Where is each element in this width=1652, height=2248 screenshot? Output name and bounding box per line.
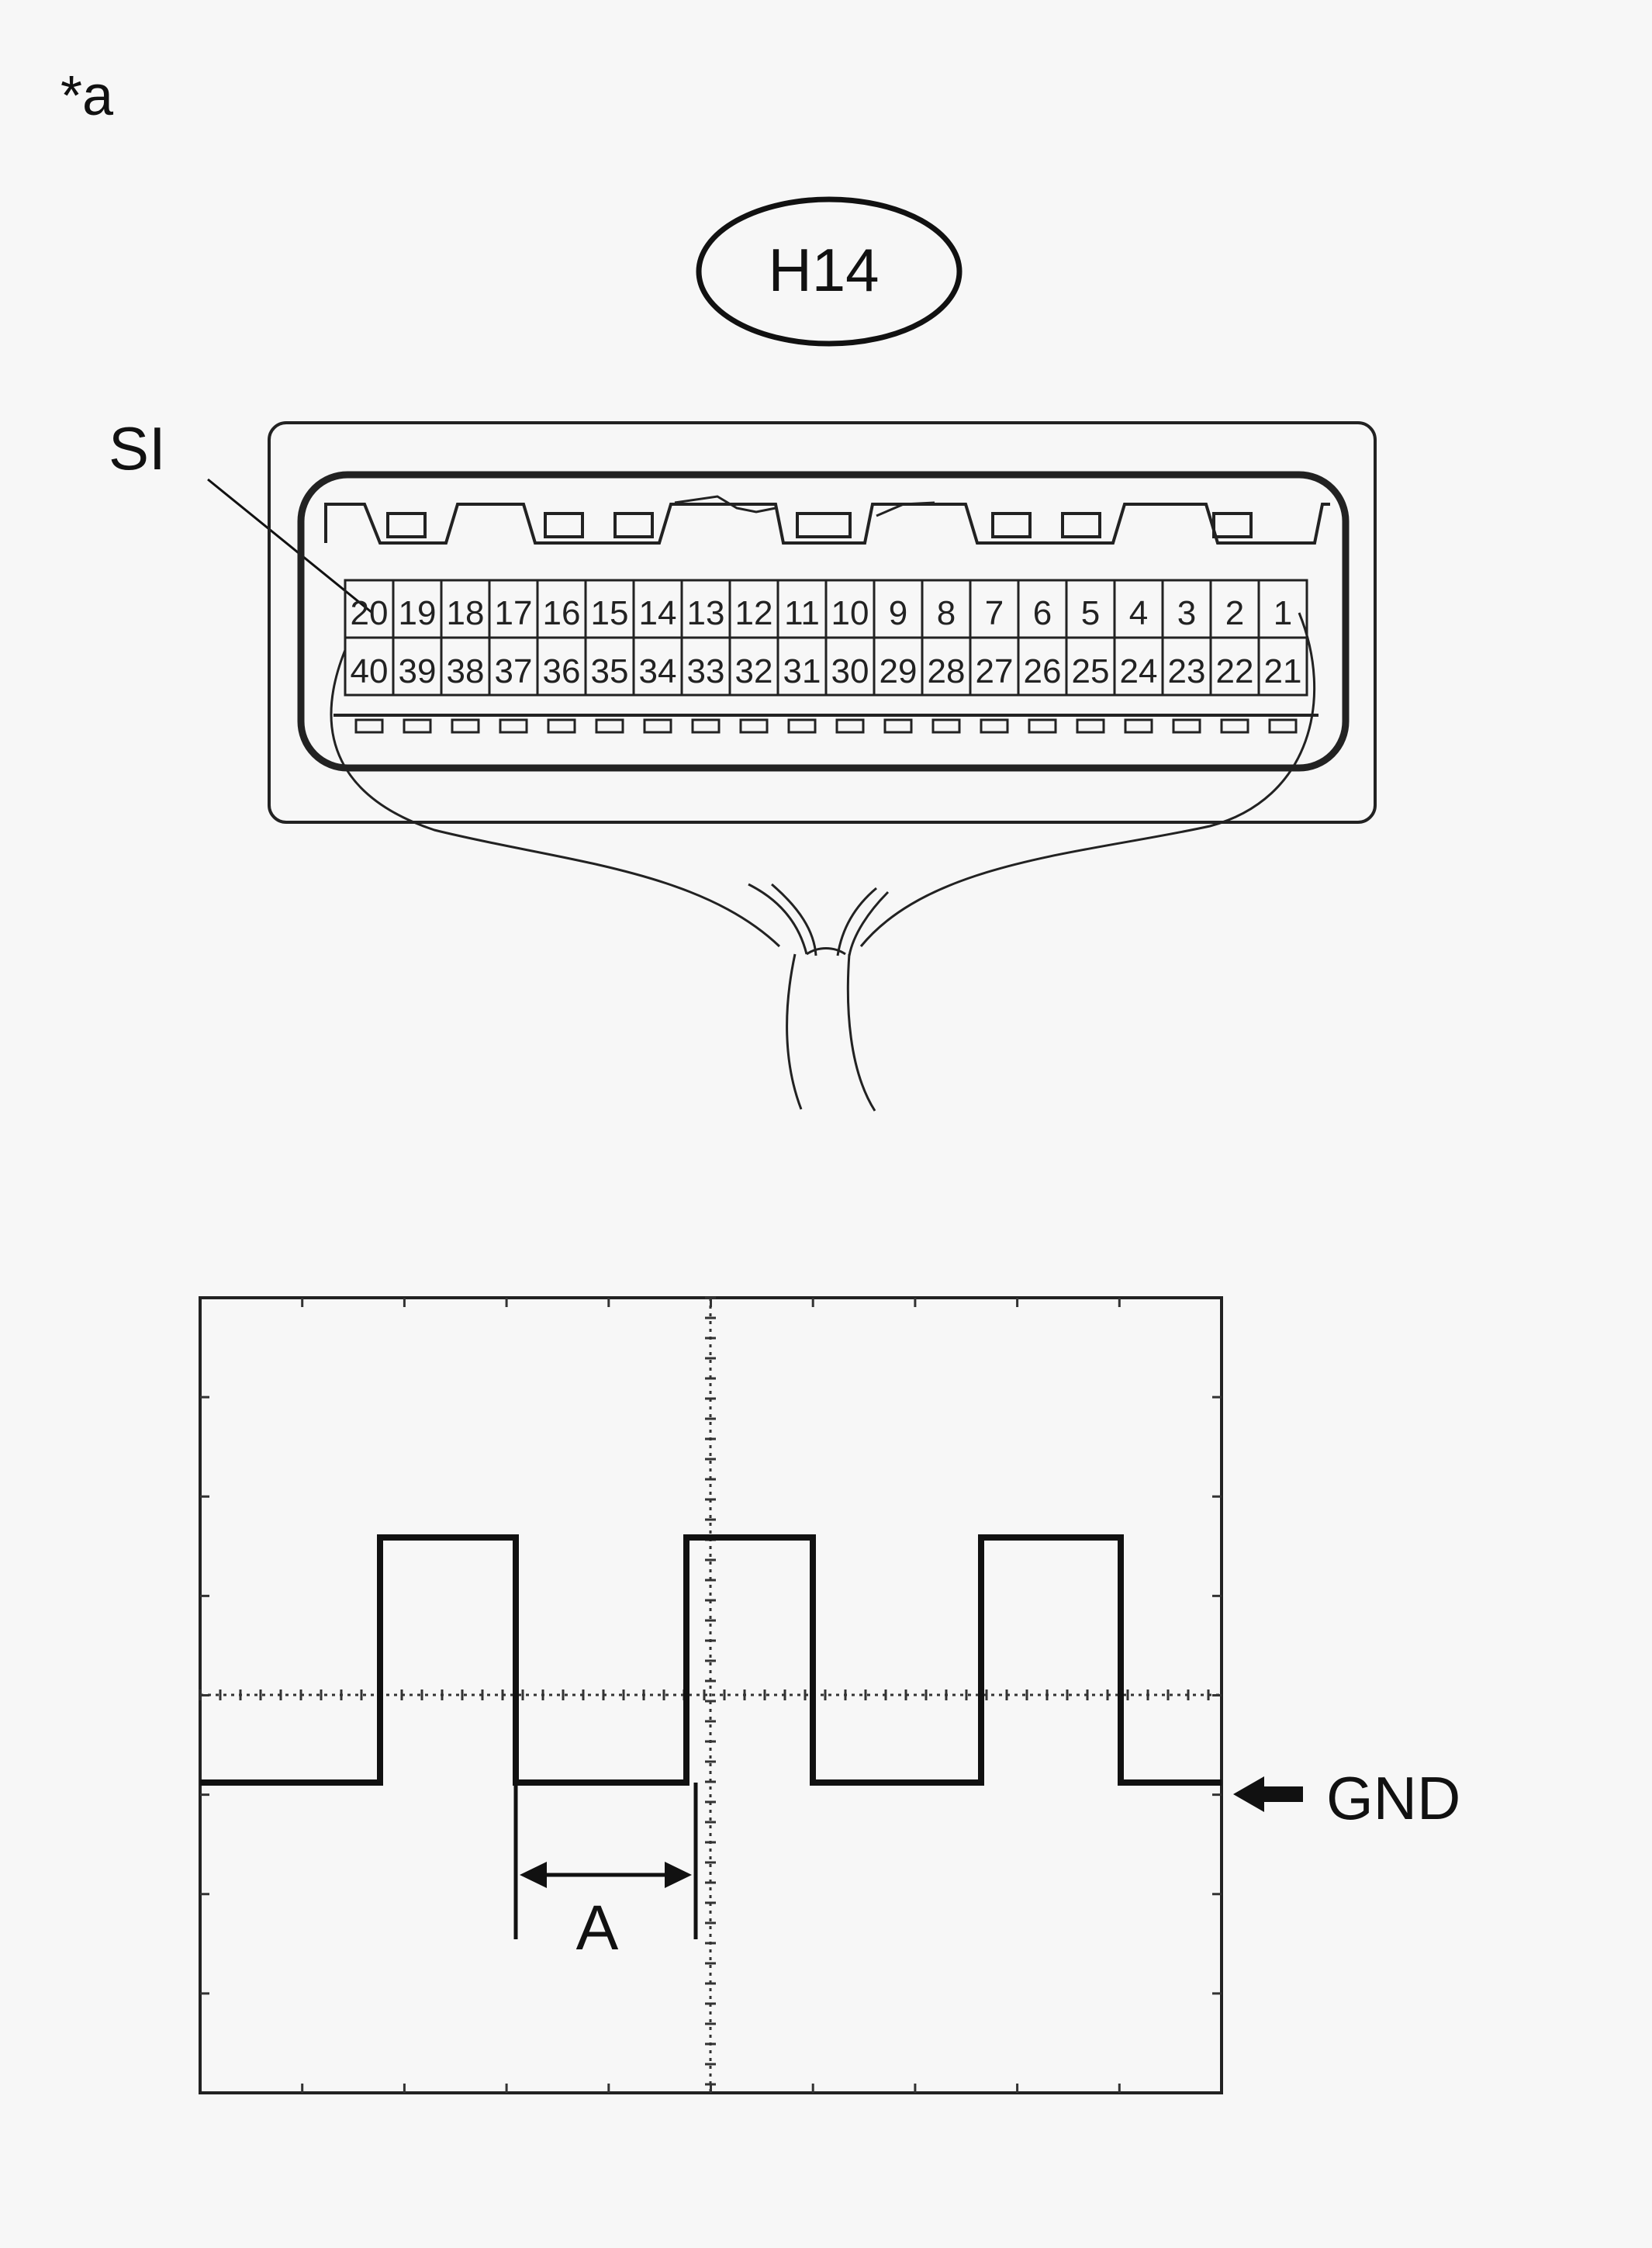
pin-label: 22 [1216,652,1254,690]
terminal-tab [835,718,865,734]
pin-label: 1 [1274,594,1292,632]
pin-label: 40 [351,652,389,690]
pin-label: 6 [1033,594,1052,632]
terminal-tab [1076,718,1105,734]
signal-label: SI [109,414,166,482]
figure-label: *a [60,65,114,127]
connector-id: H14 [768,236,879,304]
pulse-waveform [200,1534,1222,1786]
terminal-tab [691,718,721,734]
pin-label: 33 [687,652,725,690]
pin-label: 17 [495,594,533,632]
pin-label: 27 [976,652,1014,690]
signal-leader-line [207,478,373,614]
pin-label: 14 [639,594,677,632]
terminal-tab [595,718,624,734]
pin-label: 21 [1264,652,1302,690]
pin-label: 2 [1225,594,1244,632]
left-arrow-icon [1233,1776,1303,1812]
pin-label: 31 [783,652,821,690]
pin-label: 30 [831,652,869,690]
terminal-tab [643,718,672,734]
pin-label: 25 [1072,652,1110,690]
interval-marker [513,1783,698,1939]
pin-label: 19 [399,594,437,632]
pin-label: 39 [399,652,437,690]
pin-label: 38 [447,652,485,690]
interval-label: A [576,1893,619,1963]
pin-label: 3 [1177,594,1196,632]
terminal-tab [499,718,528,734]
connector-id-badge: H14 [696,196,963,347]
terminal-tab [1220,718,1249,734]
oscilloscope-screen: A [199,1296,1223,2094]
pin-label: 18 [447,594,485,632]
wire-harness [330,612,1316,1112]
pin-label: 35 [591,652,629,690]
pin-label: 37 [495,652,533,690]
terminal-tab [451,718,480,734]
terminal-tab [1124,718,1153,734]
pin-label: 36 [543,652,581,690]
pin-label: 5 [1081,594,1100,632]
pin-label: 24 [1120,652,1158,690]
pin-label: 34 [639,652,677,690]
terminal-tab [739,718,769,734]
pin-label: 10 [831,594,869,632]
pin-label: 15 [591,594,629,632]
terminal-tab [403,718,432,734]
pin-label: 13 [687,594,725,632]
terminal-tab [1268,718,1298,734]
pin-label: 9 [889,594,907,632]
gnd-label: GND [1326,1764,1460,1832]
terminal-tab [980,718,1009,734]
pin-label: 23 [1168,652,1206,690]
pin-label: 11 [784,594,820,632]
pin-label: 7 [985,594,1004,632]
pin-label: 32 [735,652,773,690]
bottom-terminal-tabs [354,718,1298,734]
pin-label: 20 [351,594,389,632]
terminal-tab [1028,718,1057,734]
pin-label: 8 [937,594,956,632]
pin-label: 12 [735,594,773,632]
pin-label: 28 [928,652,966,690]
pin-label: 16 [543,594,581,632]
pin-label: 4 [1129,594,1148,632]
terminal-tab [883,718,913,734]
terminal-tab [354,718,384,734]
pin-label: 29 [880,652,918,690]
terminal-tab [1172,718,1201,734]
terminal-tab [787,718,817,734]
pin-label: 26 [1024,652,1062,690]
terminal-tab [931,718,961,734]
terminal-tab [547,718,576,734]
gnd-marker: GND [1233,1764,1460,1832]
